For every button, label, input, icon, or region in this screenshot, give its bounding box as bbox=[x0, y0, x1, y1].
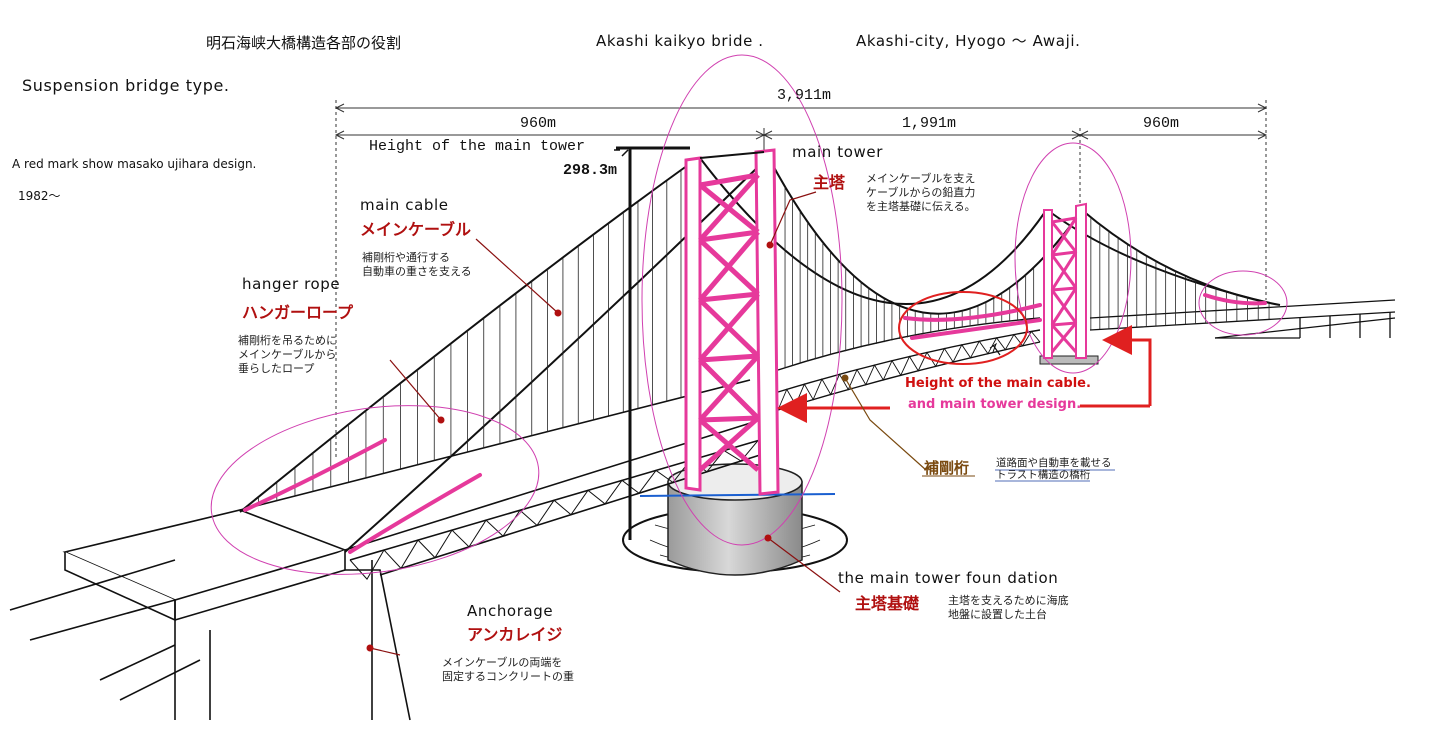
anchorage-structure bbox=[9, 509, 411, 721]
hanger-rope-en: hanger rope bbox=[242, 275, 341, 293]
main-tower-jp: 主塔 bbox=[813, 173, 846, 192]
main-tower-left bbox=[684, 148, 780, 496]
tower-height-label: Height of the main tower bbox=[369, 138, 586, 155]
deck-right bbox=[1089, 299, 1396, 339]
leader-lines bbox=[369, 191, 927, 656]
girder-desc-underline bbox=[995, 469, 1115, 482]
total-length: 3,911m bbox=[777, 87, 832, 104]
foundation-jp: 主塔基礎 bbox=[855, 594, 920, 613]
design-label-tower: and main tower design. bbox=[908, 397, 1082, 412]
right-span-length: 960m bbox=[1143, 115, 1180, 132]
bridge-name: Akashi kaikyo bride . bbox=[596, 32, 764, 50]
hanger-rope-desc: 補剛桁を吊るために メインケーブルから 垂らしたロープ bbox=[238, 334, 337, 375]
design-ellipses bbox=[210, 54, 1288, 575]
foundation-en: the main tower foun dation bbox=[838, 569, 1059, 587]
hanger-rope-jp: ハンガーロープ bbox=[242, 303, 354, 322]
main-cable-desc: 補剛桁や通行する 自動車の重さを支える bbox=[362, 251, 472, 278]
anchorage-desc: メインケーブルの両端を 固定するコンクリートの重 bbox=[442, 656, 574, 683]
main-tower-desc: メインケーブルを支え ケーブルからの鉛直力 を主塔基礎に伝える。 bbox=[866, 172, 976, 213]
main-tower-right bbox=[1043, 202, 1087, 359]
dimension-lines bbox=[334, 100, 1268, 460]
design-label-cable: Height of the main cable. bbox=[905, 376, 1091, 391]
design-annotation bbox=[777, 291, 1152, 423]
bridge-type: Suspension bridge type. bbox=[22, 76, 230, 95]
center-span-length: 1,991m bbox=[902, 115, 957, 132]
deck-center bbox=[777, 317, 1041, 411]
tower-height-value: 298.3m bbox=[563, 162, 618, 179]
girder-jp: 補剛桁 bbox=[924, 459, 970, 477]
design-year: 1982～ bbox=[18, 189, 61, 203]
anchorage-en: Anchorage bbox=[467, 602, 554, 620]
tower-foundation bbox=[639, 463, 836, 576]
girder-desc: 道路面や自動車を載せる トラスト構造の橋桁 bbox=[996, 457, 1112, 481]
jp-title: 明石海峡大橋構造各部の役割 bbox=[206, 34, 402, 52]
bridge-location: Akashi-city, Hyogo ～ Awaji. bbox=[856, 32, 1081, 50]
foundation-desc: 主塔を支えるために海底 地盤に設置した土台 bbox=[948, 594, 1069, 621]
left-span-length: 960m bbox=[520, 115, 557, 132]
main-cable-en: main cable bbox=[360, 196, 449, 214]
main-tower-en: main tower bbox=[792, 143, 883, 161]
tower-height-bracket bbox=[614, 146, 690, 540]
anchorage-jp: アンカレイジ bbox=[467, 625, 563, 644]
right-foundation bbox=[1039, 355, 1099, 365]
hanger-ropes bbox=[258, 170, 1270, 506]
design-note: A red mark show masako ujihara design. bbox=[12, 157, 257, 171]
leader-dots bbox=[366, 241, 849, 652]
main-cable-jp: メインケーブル bbox=[360, 220, 472, 239]
